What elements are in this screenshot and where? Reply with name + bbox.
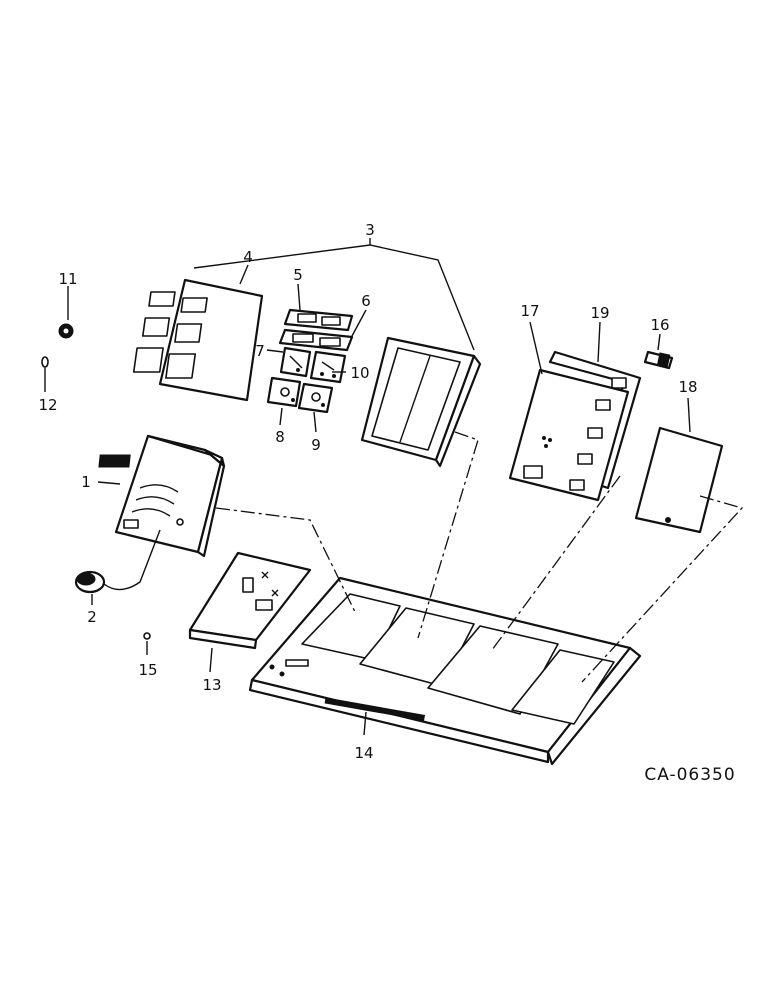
callout-10: 10	[350, 364, 369, 382]
callout-9: 9	[311, 436, 321, 454]
callout-4: 4	[243, 248, 253, 266]
cover-plate-18	[634, 426, 724, 534]
assembly-lines	[215, 431, 744, 683]
lamp-16	[643, 350, 674, 370]
callout-8: 8	[275, 428, 285, 446]
callout-15: 15	[138, 661, 157, 679]
rocker-switch-9	[297, 382, 334, 414]
callout-1: 1	[81, 473, 91, 491]
callout-18: 18	[678, 378, 697, 396]
drawing-code: CA-06350	[644, 765, 735, 785]
nut-11	[58, 323, 74, 339]
module-housing	[360, 336, 482, 468]
connector-strip-6	[278, 328, 354, 352]
callout-2: 2	[87, 608, 97, 626]
knob-2	[74, 529, 161, 594]
callout-labels: 1 2 3 4 5 6 7 8 9 10 11 12 13 14 15 16 1…	[38, 221, 697, 762]
group-bracket-3	[193, 238, 475, 351]
washer-15	[143, 632, 151, 640]
console-tray-14	[248, 576, 642, 766]
callout-19: 19	[590, 304, 609, 322]
circuit-board-17	[508, 368, 630, 502]
callout-17: 17	[520, 302, 539, 320]
gauge-housing	[98, 434, 226, 558]
callout-3: 3	[365, 221, 375, 239]
callout-14: 14	[354, 744, 373, 762]
callout-6: 6	[361, 292, 371, 310]
switch-panel-bezel	[132, 278, 264, 402]
callout-11: 11	[58, 270, 77, 288]
callout-5: 5	[293, 266, 303, 284]
callout-12: 12	[38, 396, 57, 414]
rocker-switch-8	[266, 376, 302, 408]
rocker-switch-10	[309, 350, 347, 384]
callout-13: 13	[202, 676, 221, 694]
callout-16: 16	[650, 316, 669, 334]
rocker-switch-7	[279, 346, 312, 378]
leader-lines	[44, 264, 691, 736]
connector-strip-5	[283, 308, 354, 332]
switch-plate-13	[188, 551, 312, 650]
screw-12	[41, 356, 49, 368]
callout-7: 7	[255, 342, 265, 360]
